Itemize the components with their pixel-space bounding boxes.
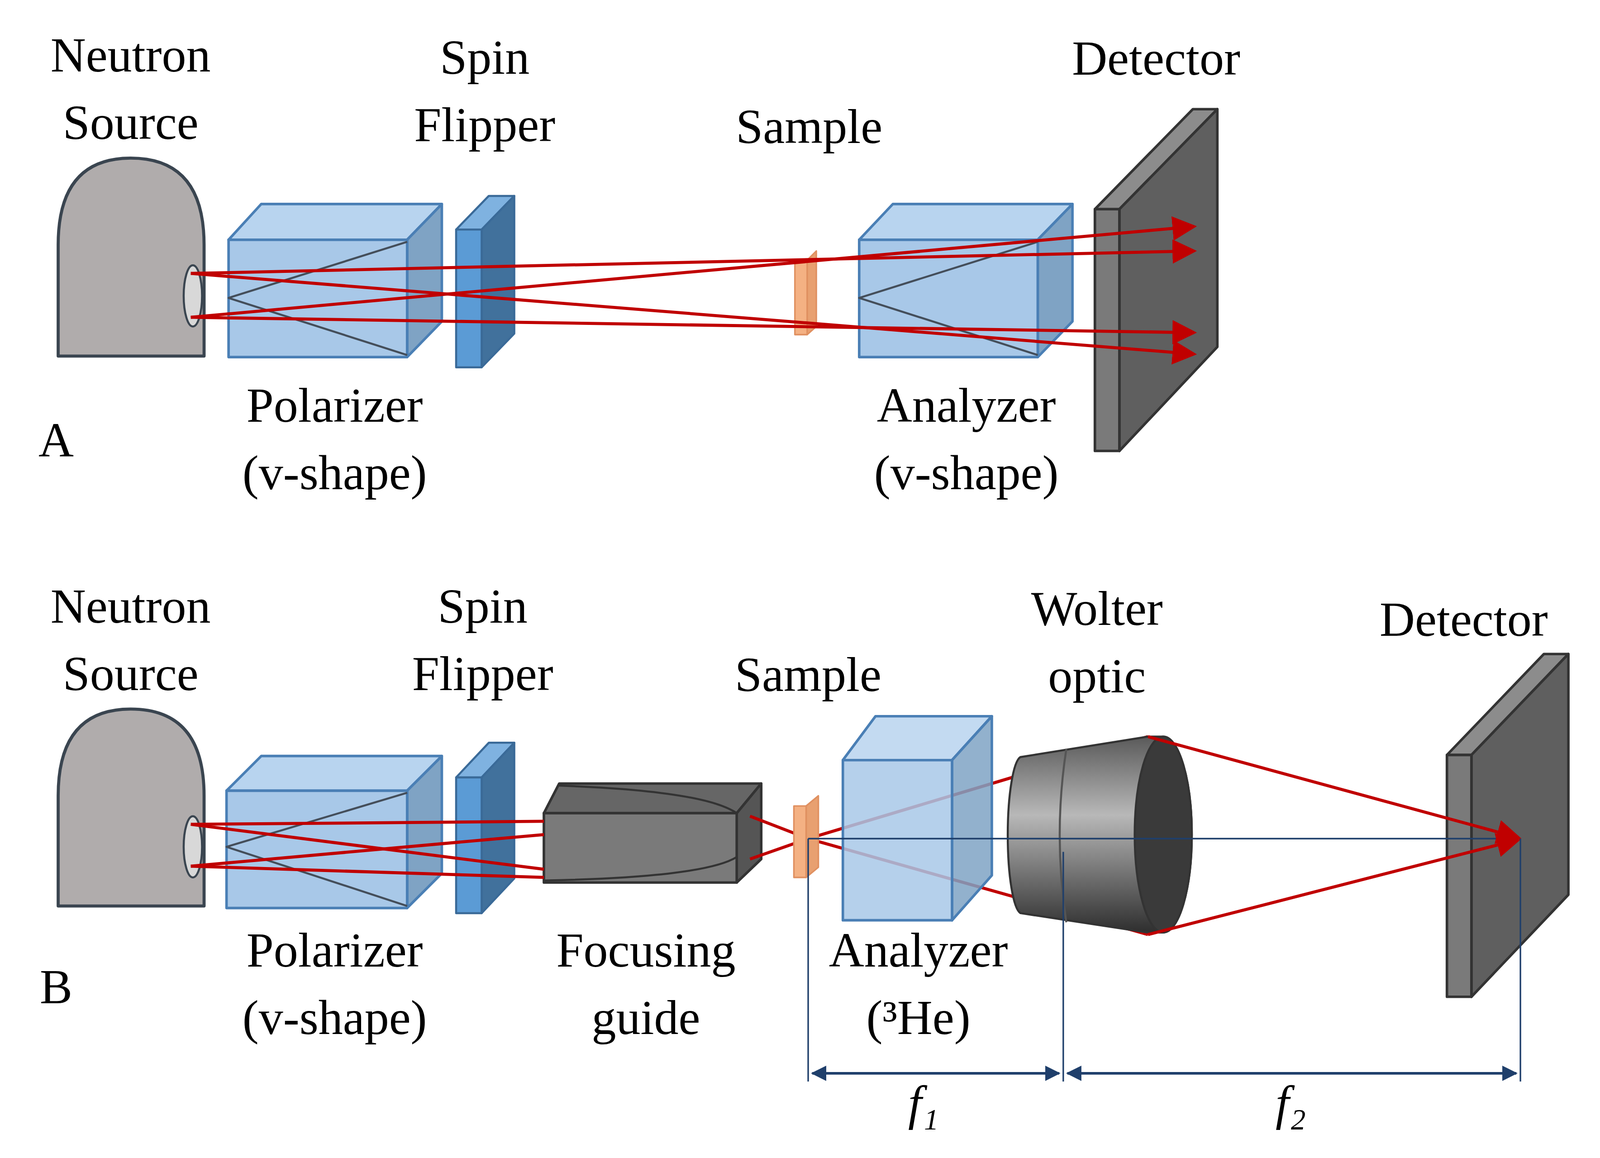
source-label: Neutron Source [23,21,239,157]
detector-label: Detector [1013,24,1299,92]
focal-length: f₂ [1275,1069,1307,1137]
label-text: Polarizer (v-shape) [217,916,453,1052]
panel-letter-text: B [39,952,73,1021]
neutron-source [58,709,205,906]
source-label: Neutron Source [23,572,239,708]
sample-label: Sample [676,92,942,161]
analyzer-box [842,716,992,921]
label-text: Sample [676,92,942,161]
wolter-optic-label: Wolter optic [1010,574,1184,710]
polarizer-label: Polarizer (v-shape) [217,916,453,1052]
neutron-rays [190,736,1148,935]
spin-flipper [456,195,515,368]
label-text: Neutron Source [23,572,239,708]
optical-axis [808,838,1521,840]
detector-panel [1095,109,1218,451]
focal-length: f₁ [908,1069,939,1137]
sample-slab [793,795,819,878]
label-text: Spin Flipper [382,23,587,159]
wolter-optic [1007,736,1192,933]
detector-panel [1447,653,1569,997]
polarizer-label: Polarizer (v-shape) [217,371,453,507]
polarizer-box [228,204,442,358]
focal-length-text: f₁ [908,1069,939,1137]
spin-flipper-label: Spin Flipper [380,572,585,708]
detector-label: Detector [1331,585,1597,653]
neutron-rays [190,226,1195,355]
guide-label: Focusing guide [528,916,764,1052]
label-text: Sample [675,640,941,709]
spin-flipper [456,742,515,914]
focal-length-text: f₂ [1275,1069,1307,1137]
neutron-rays [1147,736,1519,935]
analyzer-label: Analyzer (v-shape) [848,371,1084,507]
panel-letter-text: A [38,406,74,474]
panel-letter: A [38,406,74,474]
neutron-source [58,157,205,356]
sample-label: Sample [675,640,941,709]
label-text: Analyzer (v-shape) [848,371,1084,507]
label-text: Focusing guide [528,916,764,1052]
label-text: Wolter optic [1010,574,1184,710]
label-text: Analyzer (³He) [800,916,1036,1052]
analyzer-label: Analyzer (³He) [800,916,1036,1052]
label-text: Spin Flipper [380,572,585,708]
analyzer-box [859,204,1073,358]
spin-flipper-label: Spin Flipper [382,23,587,159]
label-text: Detector [1331,585,1597,653]
label-text: Polarizer (v-shape) [217,371,453,507]
label-text: Detector [1013,24,1299,92]
label-text: Neutron Source [23,21,239,157]
focusing-guide [543,783,762,883]
panel-letter: B [39,952,73,1021]
